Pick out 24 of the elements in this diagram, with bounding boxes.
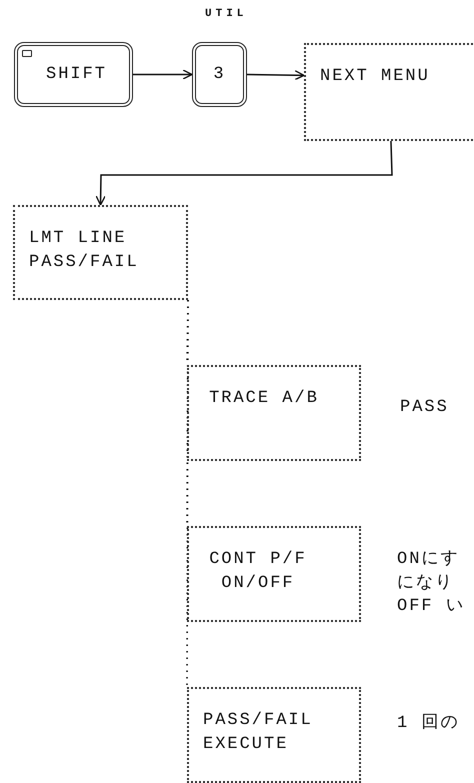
menu-text: 3	[212, 64, 227, 86]
description-text: OFF い	[397, 596, 465, 616]
menu-text: TRACE A/B	[209, 388, 319, 410]
key-button	[14, 42, 133, 107]
description-text: 1 回の	[397, 712, 460, 733]
menu-box	[187, 687, 361, 783]
menu-box	[13, 205, 188, 300]
menu-text: SHIFT	[46, 64, 108, 86]
menu-box	[304, 43, 474, 141]
dotted-connector	[186, 300, 189, 687]
menu-text: NEXT MENU	[320, 66, 431, 88]
menu-text: CONT P/F ON/OFF	[208, 549, 308, 595]
arrow	[133, 69, 193, 80]
description-text: ONにす	[397, 549, 460, 569]
arrow	[246, 70, 305, 80]
menu-text: PASS/FAIL EXECUTE	[203, 710, 314, 756]
key-legend-text: UTIL	[205, 8, 248, 20]
arrow	[95, 140, 393, 206]
menu-box	[187, 526, 361, 622]
description-text: になり	[397, 573, 454, 593]
menu-text: LMT LINE PASS/FAIL	[29, 228, 140, 274]
menu-box	[187, 365, 361, 461]
description-text: PASS	[400, 398, 449, 417]
key-button	[192, 42, 247, 107]
